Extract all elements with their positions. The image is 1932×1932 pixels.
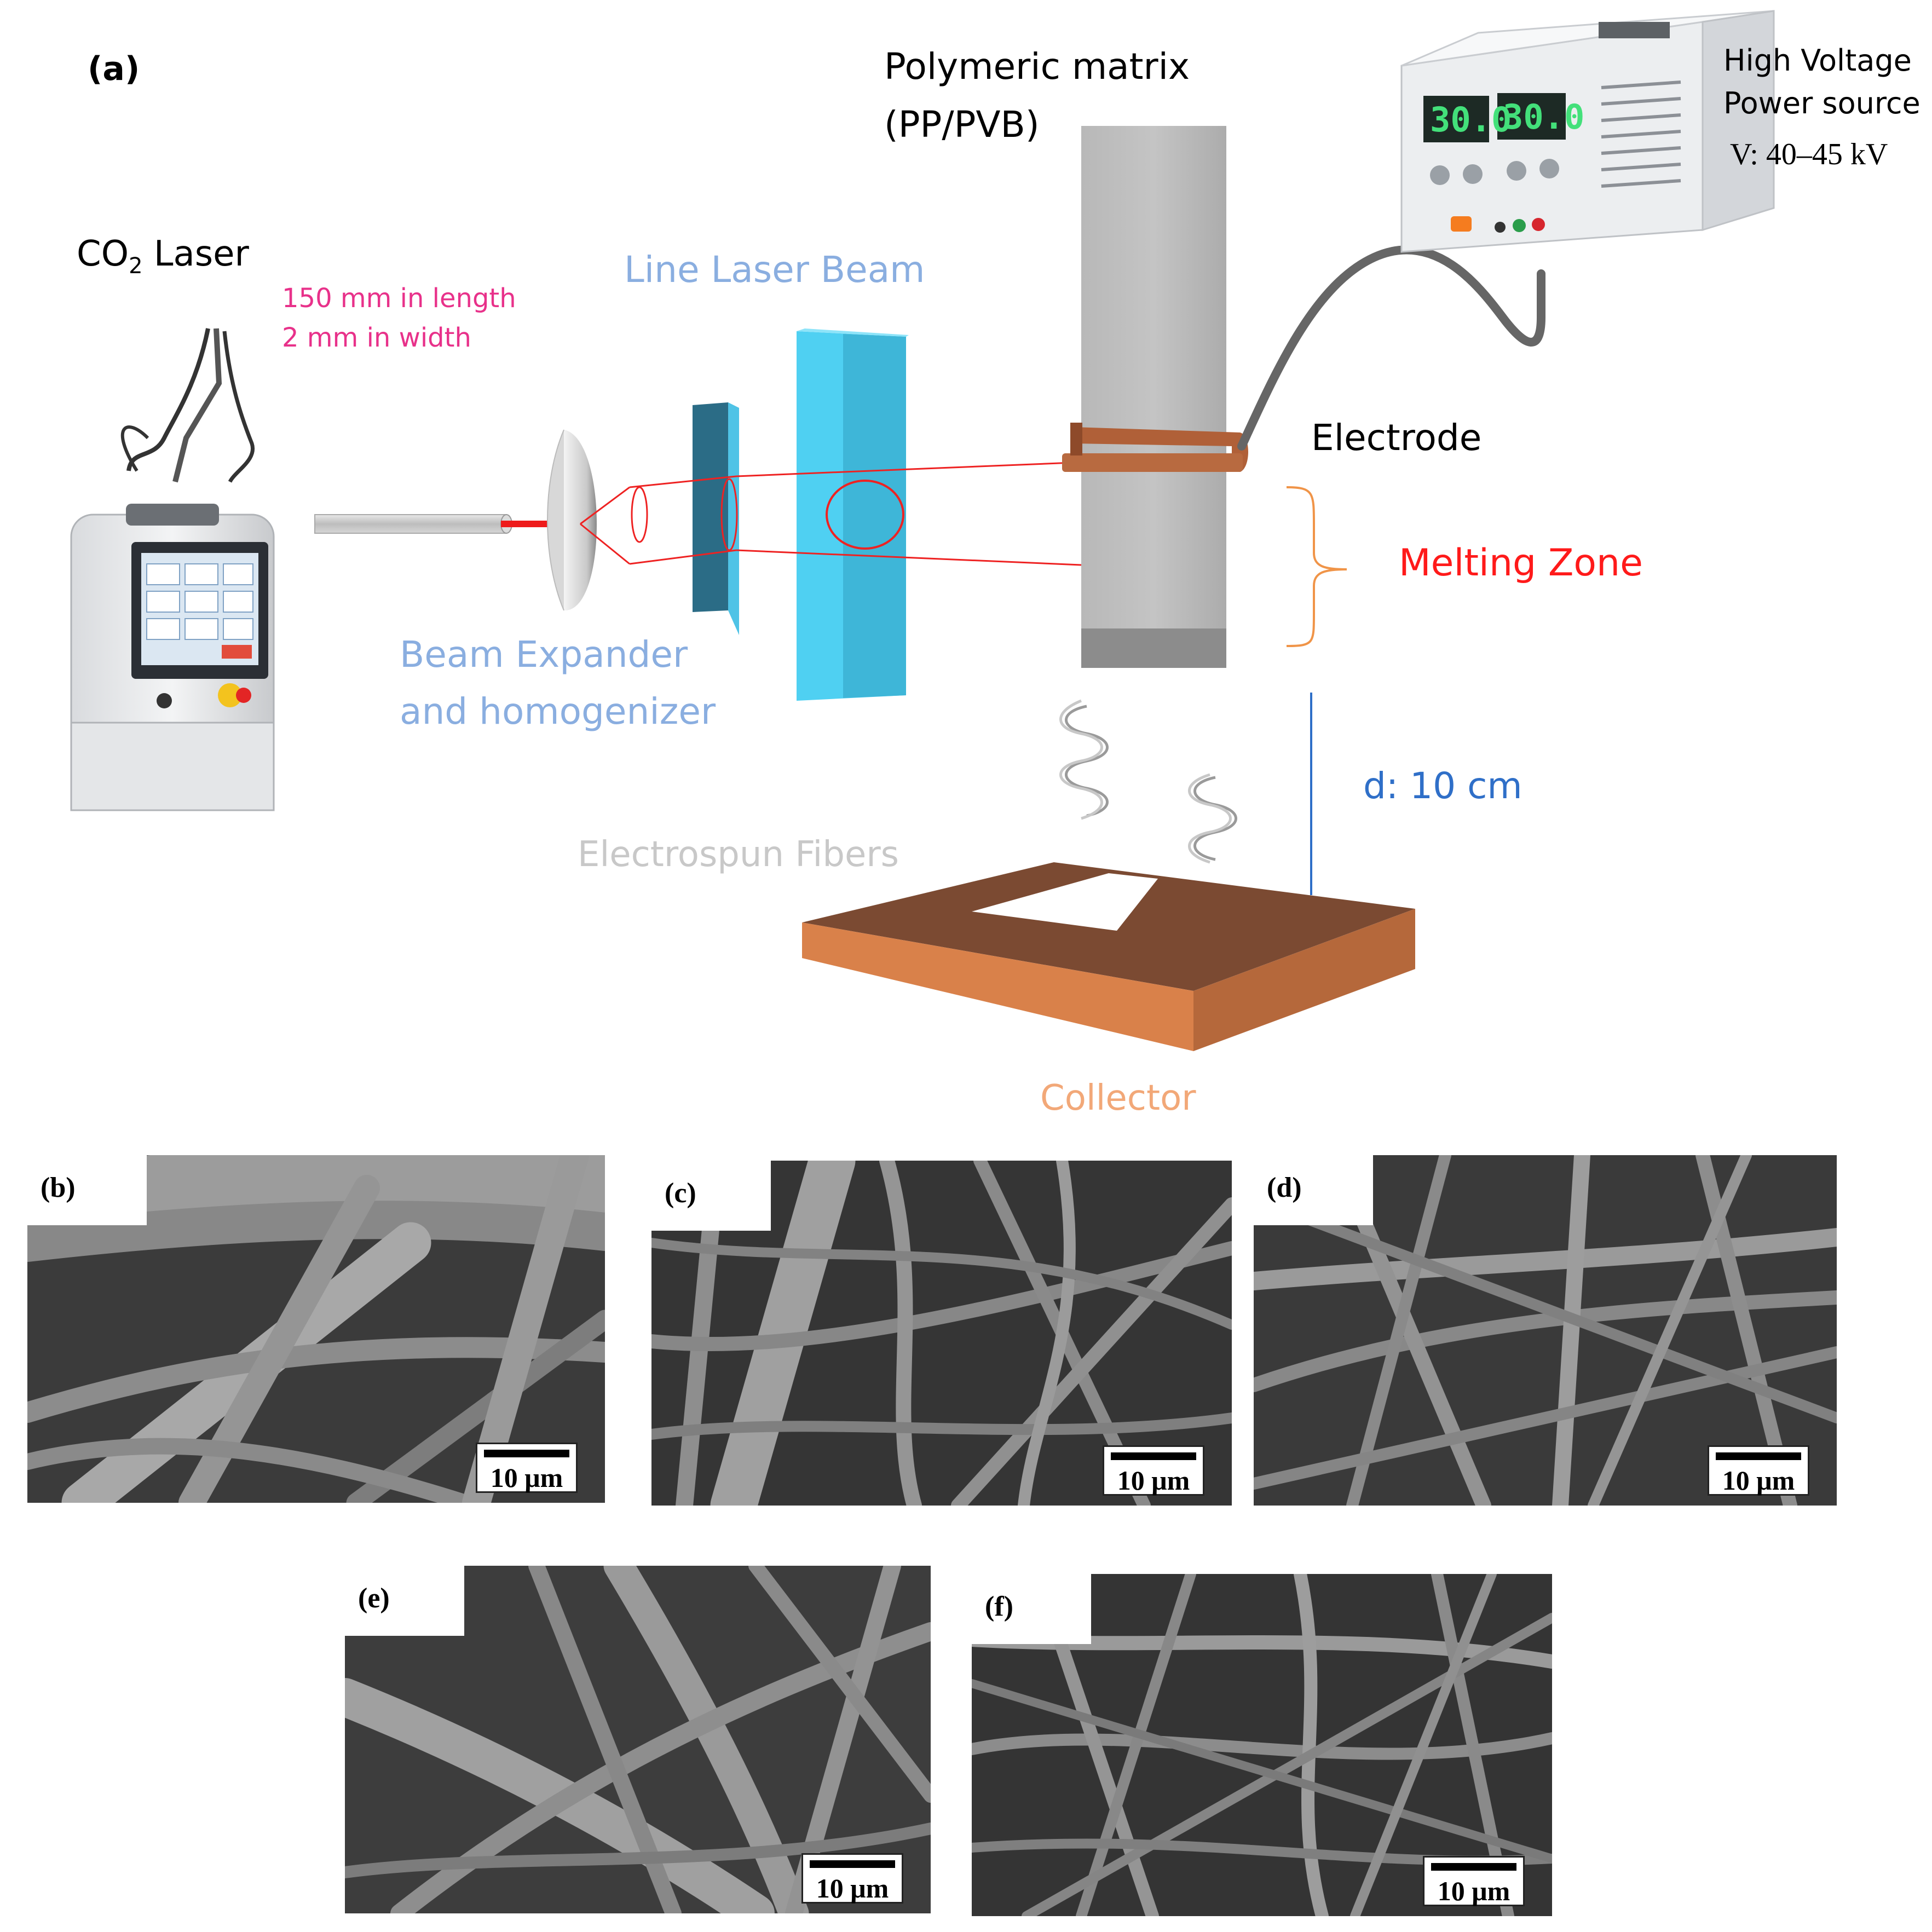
- collector-label: Collector: [1040, 1078, 1196, 1118]
- panel-a-tag: (a): [88, 50, 140, 88]
- laser-beam-path: [314, 328, 1082, 701]
- electrode-label: Electrode: [1311, 417, 1482, 459]
- expander-label-2: and homogenizer: [400, 690, 716, 733]
- melting-zone-bracket: [1286, 486, 1347, 647]
- psu-display-2: 30.0: [1503, 97, 1584, 137]
- sem-tag: (c): [651, 1161, 771, 1231]
- scale-bar: 10 μm: [1423, 1856, 1525, 1906]
- expander-label-1: Beam Expander: [400, 633, 688, 676]
- sem-panel-f: (f) 10 μm: [972, 1574, 1552, 1916]
- sem-tag: (d): [1254, 1155, 1373, 1225]
- line-beam-label: Line Laser Beam: [624, 249, 925, 291]
- beam-size-label-1: 150 mm in length: [282, 283, 516, 314]
- psu-label-3: V: 40–45 kV: [1730, 137, 1888, 171]
- melting-zone-label: Melting Zone: [1399, 541, 1643, 585]
- scale-bar: 10 μm: [1708, 1445, 1809, 1496]
- electrospun-fibers: [1059, 699, 1237, 864]
- setup-diagram: 30.0 30.0: [70, 10, 1921, 1118]
- sem-tag: (b): [27, 1155, 147, 1225]
- fibers-label: Electrospun Fibers: [578, 834, 899, 875]
- sem-panel-c: (c) 10 μm: [651, 1161, 1232, 1506]
- beam-size-label-2: 2 mm in width: [282, 322, 471, 353]
- sem-panel-b: (b) 10 μm: [27, 1155, 605, 1503]
- scale-bar: 10 μm: [1103, 1445, 1204, 1496]
- psu-label-1: High Voltage: [1723, 43, 1912, 78]
- sem-panel-e: (e) 10 μm: [345, 1566, 931, 1913]
- matrix-label-1: Polymeric matrix: [884, 45, 1190, 88]
- setup-drawing: 30.0 30.0: [70, 10, 1775, 1051]
- polymer-matrix-column: [1062, 126, 1248, 668]
- scale-bar: 10 μm: [801, 1853, 903, 1904]
- collector-plate: [802, 862, 1415, 1051]
- power-supply-unit: 30.0 30.0: [1400, 10, 1775, 253]
- psu-label-2: Power source: [1723, 86, 1921, 120]
- matrix-label-2: (PP/PVB): [884, 103, 1040, 146]
- distance-label: d: 10 cm: [1363, 765, 1522, 807]
- sem-tag: (f): [972, 1574, 1091, 1644]
- scale-bar: 10 μm: [476, 1443, 578, 1493]
- psu-display-1: 30.0: [1430, 100, 1512, 140]
- sem-panel-d: (d) 10 μm: [1254, 1155, 1837, 1506]
- co2-laser-machine: [70, 328, 275, 811]
- laser-label: CO2 Laser: [77, 234, 249, 279]
- sem-tag: (e): [345, 1566, 464, 1636]
